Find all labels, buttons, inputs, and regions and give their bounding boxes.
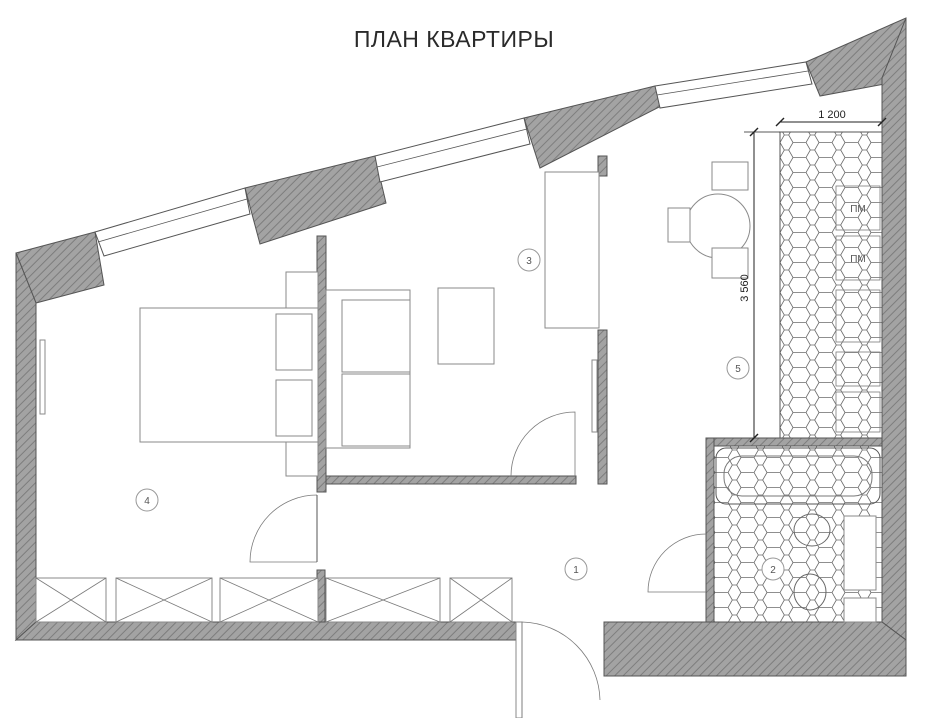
chair-top [711, 161, 749, 191]
dimension-kitchen-length: 3 560 [739, 274, 751, 302]
room-badge-1: 1 [564, 557, 588, 581]
top-wall-segment-2 [244, 155, 387, 245]
svg-text:3: 3 [526, 256, 532, 267]
interior-walls [316, 155, 883, 623]
bedroom-mirror [39, 339, 46, 415]
room-badge-3: 3 [517, 248, 541, 272]
coffee-table [437, 287, 495, 365]
dishwasher-label-2: ПМ [850, 254, 866, 265]
bedroom-furniture [35, 271, 513, 623]
wardrobes [35, 577, 513, 623]
wall-living-bottom [325, 475, 577, 485]
entrance-door [515, 621, 523, 718]
right-wall [881, 17, 907, 641]
kitchen-counter [779, 131, 883, 439]
tv-cabinet [544, 171, 600, 329]
dimension-lines [744, 117, 887, 443]
bathroom [647, 445, 883, 623]
room-badge-5: 5 [726, 356, 750, 380]
nightstand-top [285, 271, 319, 309]
living-mirror [591, 359, 598, 433]
toilet [793, 573, 827, 611]
wall-bathroom-top [705, 437, 883, 447]
window-2 [374, 117, 531, 183]
pillow-bottom [275, 379, 313, 437]
chair-bottom [711, 247, 749, 279]
wall-living-right-upper [597, 155, 608, 177]
dishwasher-label-1: ПМ [850, 204, 866, 215]
windows [94, 61, 813, 257]
window-3 [654, 61, 813, 109]
svg-text:1: 1 [573, 565, 579, 576]
bottom-wall-right [603, 621, 907, 677]
sink [793, 513, 831, 547]
living-door-swing [510, 411, 576, 477]
svg-text:2: 2 [770, 565, 776, 576]
bathroom-door-swing [647, 533, 707, 593]
dimension-kitchen-width: 1 200 [818, 109, 846, 121]
room-badge-4: 4 [135, 488, 159, 512]
chair-left [667, 207, 691, 243]
entrance [515, 621, 601, 718]
pillow-top [275, 313, 313, 371]
nightstand-bottom [285, 441, 319, 477]
svg-text:4: 4 [144, 496, 150, 507]
shelf-2 [843, 597, 877, 623]
top-wall-segment-3 [523, 85, 666, 169]
wall-living-right-lower [597, 329, 608, 485]
bathtub [715, 447, 881, 505]
shelf-1 [843, 515, 877, 591]
plan-title: ПЛАН КВАРТИРЫ [353, 26, 555, 52]
wall-bathroom-left [705, 437, 715, 623]
kitchen [667, 117, 887, 443]
svg-text:5: 5 [735, 364, 741, 375]
window-1 [94, 187, 251, 257]
room-badges: 1 2 3 4 5 [135, 248, 785, 581]
entrance-door-swing [521, 621, 601, 718]
bottom-wall-left [14, 621, 517, 641]
left-wall [15, 252, 37, 642]
living-furniture [325, 171, 600, 477]
bedroom-door-swing [249, 494, 318, 563]
room-badge-2: 2 [761, 557, 785, 581]
